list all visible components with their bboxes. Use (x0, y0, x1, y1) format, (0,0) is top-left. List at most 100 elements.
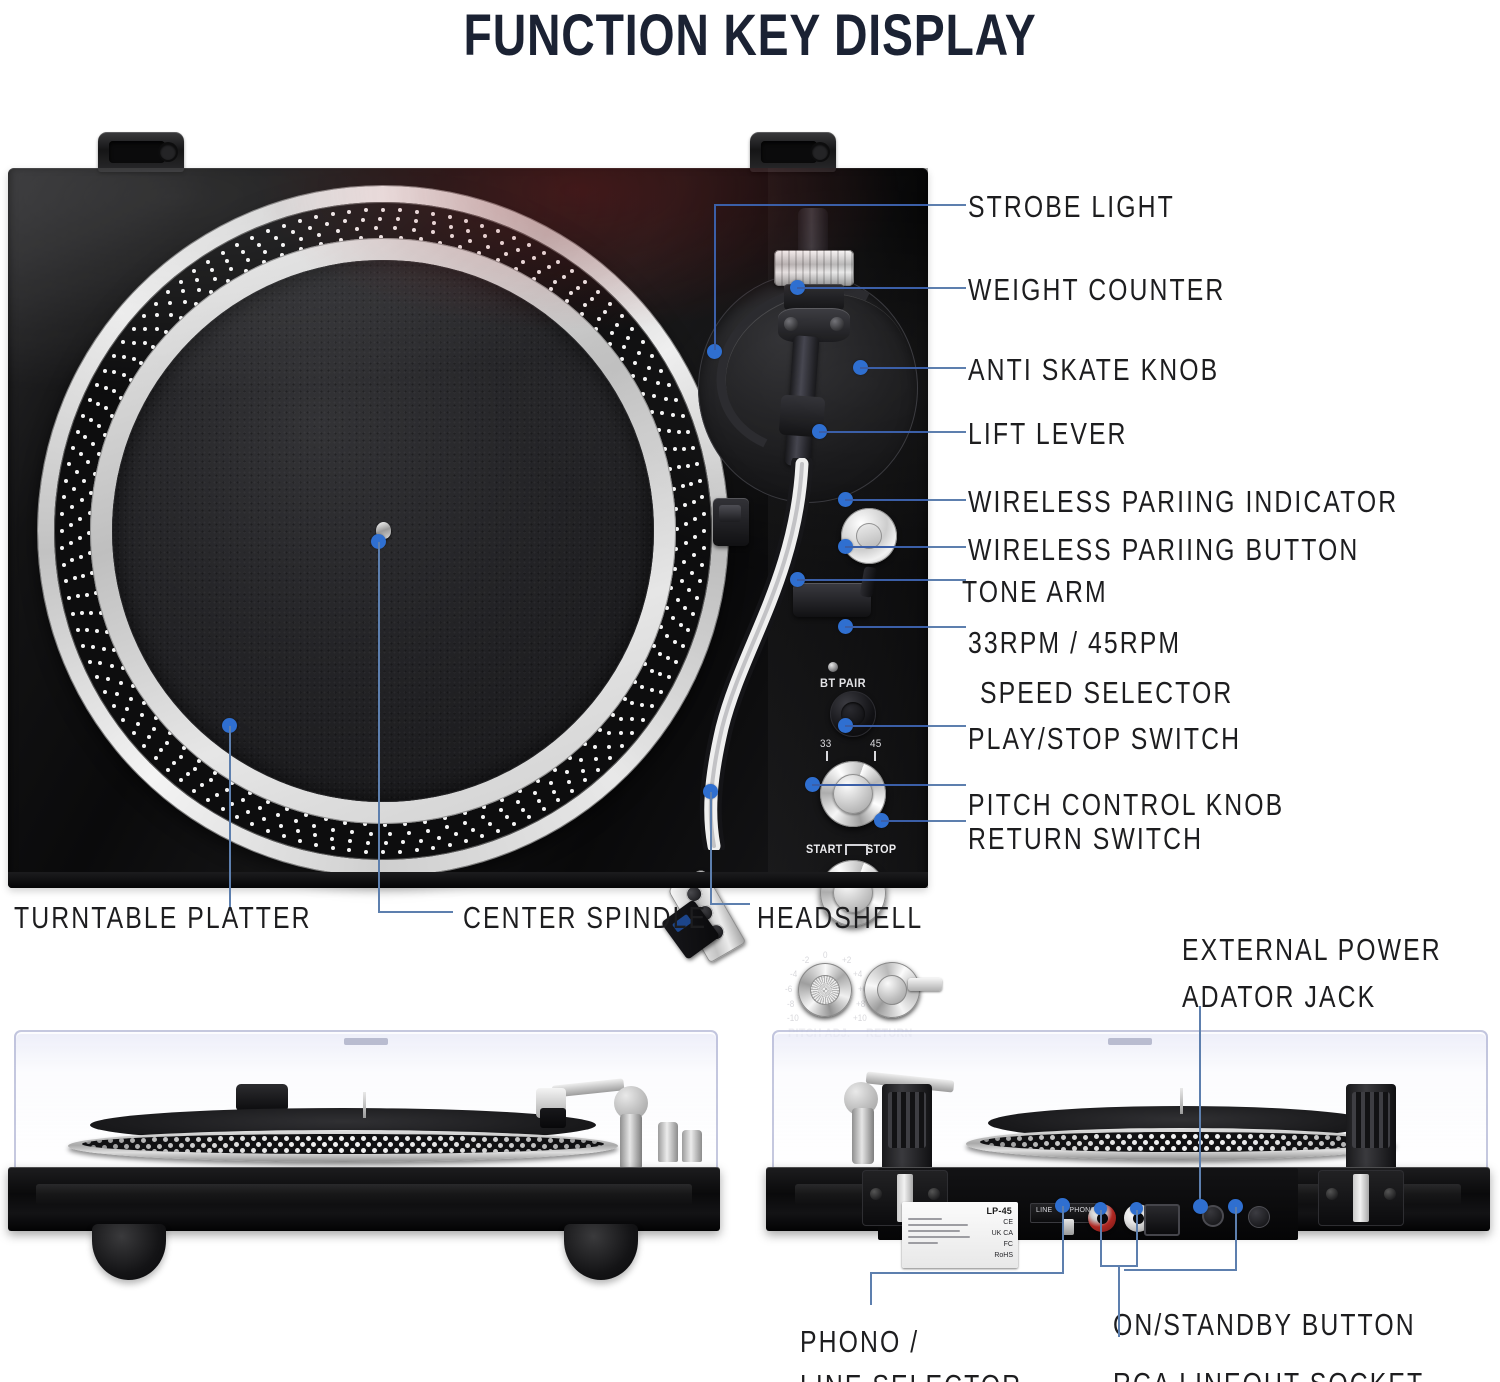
leader-wpb-dark (845, 546, 930, 548)
cartridge-front (540, 1108, 566, 1128)
plinth-front (8, 1167, 720, 1231)
center-spindle-front (363, 1092, 366, 1118)
leader-center-spindle-v (378, 542, 380, 912)
turntable-front-view (8, 1022, 720, 1290)
platter-rear-profile (966, 1106, 1396, 1164)
tonearm-column-rear (852, 1108, 874, 1164)
label-external-power-line1: EXTERNAL POWER (1182, 932, 1442, 967)
speed-45-marking: 45 (870, 738, 882, 750)
label-phono-line-selector-line2: LINE SELECTOR (800, 1366, 1022, 1382)
marker-rca-right (1094, 1202, 1107, 1215)
pitch-tick--10: -10 (787, 1013, 799, 1023)
label-wireless-pairing-button: WIRELESS PARIING BUTTON (968, 532, 1360, 567)
pitch-control-knob[interactable] (798, 963, 852, 1017)
selector-line-label: LINE (1036, 1207, 1053, 1214)
pitch-tick--6: -6 (785, 984, 793, 994)
dust-cover-hinge-right (750, 132, 836, 172)
label-external-power-line2: ADATOR JACK (1182, 979, 1377, 1014)
label-play-stop-switch: PLAY/STOP SWITCH (968, 721, 1242, 756)
label-speed-selector-text: SPEED SELECTOR (980, 675, 1234, 710)
leader-return (928, 820, 966, 822)
leader-turntable-platter (229, 726, 231, 911)
leader-strobe-light-h1 (714, 204, 930, 206)
marker-rca-left (1130, 1202, 1143, 1215)
leader-play-stop (928, 725, 966, 727)
anti-skate-knob[interactable] (841, 508, 897, 564)
marker-phono-line-selector (1055, 1198, 1070, 1213)
strobe-dots-rear (980, 1132, 1382, 1152)
foot-front-left (92, 1224, 166, 1280)
leader-headshell-h (710, 903, 750, 905)
leader-wpb (928, 546, 966, 548)
ce-mark: CE (1003, 1219, 1013, 1226)
leader-center-spindle-h (378, 911, 453, 913)
strobe-dots-front (82, 1134, 604, 1154)
marker-external-power (1193, 1199, 1208, 1214)
hinge-plate-right (1318, 1170, 1404, 1226)
speed-45-tick (874, 751, 876, 761)
phono-line-switch[interactable] (1062, 1219, 1074, 1235)
pitch-tick-+10: +10 (853, 1013, 867, 1023)
return-switch[interactable] (864, 962, 920, 1018)
label-center-spindle: CENTER SPINDLE (463, 900, 708, 935)
leader-weight-counter-dark (797, 287, 930, 289)
page-title: FUNCTION KEY DISPLAY (463, 3, 1037, 68)
wireless-pairing-button[interactable] (830, 691, 876, 737)
dust-cover-hinge-left (98, 132, 184, 172)
leader-play-stop-dark (845, 725, 930, 727)
return-lever[interactable] (908, 978, 942, 991)
lift-lever[interactable] (793, 583, 871, 617)
on-standby-button[interactable] (1248, 1206, 1270, 1228)
rating-fine-print (908, 1218, 970, 1248)
leader-speed-selector-dark (845, 626, 930, 628)
compliance-marks: CE UK CA FC RoHS (969, 1218, 1013, 1261)
fc-mark: FC (1003, 1240, 1013, 1248)
model-number: LP-45 (986, 1206, 1012, 1216)
label-return-switch: RETURN SWITCH (968, 821, 1204, 856)
leader-pitch (928, 784, 966, 786)
leader-tone-arm-dark (797, 579, 930, 581)
leader-rca-v-left (1136, 1210, 1138, 1266)
leader-anti-skate (928, 367, 966, 369)
speed-selector-knob[interactable] (820, 761, 886, 827)
pitch-tick--4: -4 (790, 969, 798, 979)
label-speed-selector-rpm: 33RPM / 45RPM (968, 625, 1182, 660)
start-marking: START (806, 842, 843, 856)
label-on-standby-button: ON/STANDBY BUTTON (1113, 1307, 1416, 1342)
spindle-cap-front (236, 1084, 288, 1110)
pitch-tick-+2: +2 (842, 955, 852, 965)
leader-phono-h (870, 1272, 1064, 1274)
label-phono-line-selector-line1: PHONO / (800, 1324, 920, 1359)
pitch-tick--8: -8 (787, 999, 795, 1009)
external-power-adator-jack[interactable] (1202, 1205, 1224, 1227)
leader-phono-v1 (1062, 1206, 1064, 1273)
pitch-tick-+8: +8 (856, 999, 866, 1009)
turntable-platter (38, 186, 728, 876)
leader-phono-v2 (870, 1272, 872, 1305)
dust-cover-notch-rear (1108, 1038, 1152, 1045)
leader-wpi-dark (845, 499, 930, 501)
start-bracket (845, 844, 859, 855)
marker-headshell (703, 784, 718, 799)
leader-on-standby-h (1124, 1269, 1237, 1271)
ukca-mark: UK CA (991, 1229, 1013, 1237)
pitch-tick-0: 0 (823, 950, 828, 960)
pitch-tick--2: -2 (802, 955, 810, 965)
turntable-top-view: BT PAIR 33 45 START STOP -2 0 +2 -4 +4 -… (8, 132, 942, 1040)
label-weight-counter: WEIGHT COUNTER (968, 272, 1226, 307)
leader-headshell-v (710, 792, 712, 904)
leader-on-standby-v (1235, 1207, 1237, 1270)
leader-rca-v-right (1100, 1210, 1102, 1266)
hinge-post-right (1346, 1084, 1396, 1176)
label-strobe-light: STROBE LIGHT (968, 189, 1175, 224)
marker-strobe-light (707, 344, 722, 359)
stop-bracket (854, 844, 868, 855)
tonearm-front (512, 1074, 662, 1170)
marker-on-standby-button (1228, 1199, 1243, 1214)
label-lift-lever: LIFT LEVER (968, 416, 1128, 451)
optical-out-port[interactable] (1144, 1204, 1180, 1236)
platter-front-profile (68, 1108, 618, 1166)
rohs-mark: RoHS (994, 1251, 1013, 1259)
leader-speed-selector (928, 626, 966, 628)
weight-counter[interactable] (774, 250, 854, 286)
